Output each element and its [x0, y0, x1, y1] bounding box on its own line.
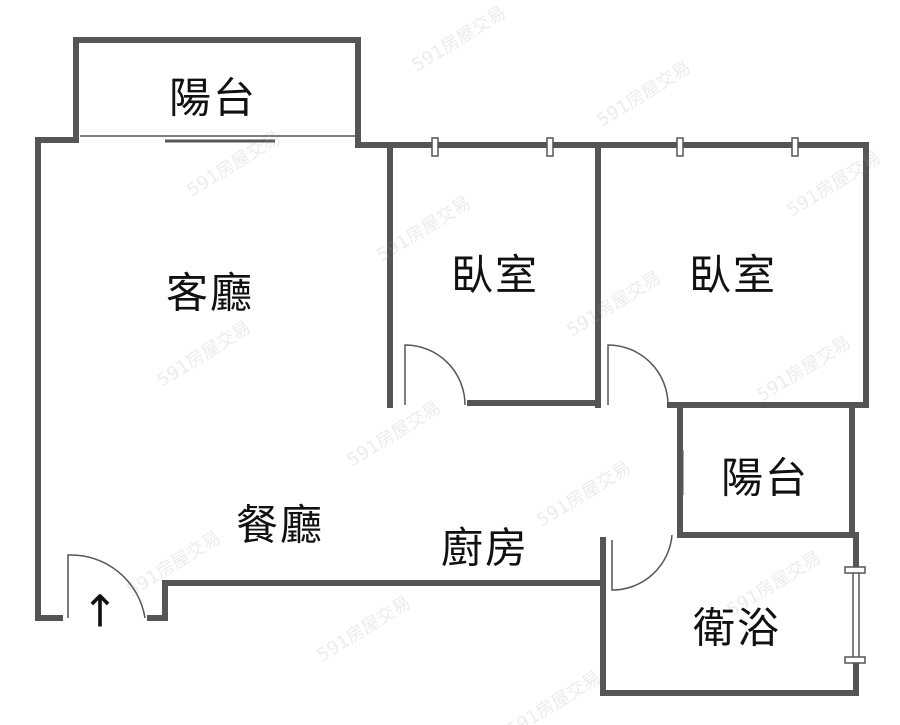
room-label-balcony-top: 陽台 [168, 73, 258, 123]
outer-wall-left [35, 137, 79, 621]
room-label-bathroom: 衛浴 [692, 603, 782, 653]
bathroom-walls [600, 537, 859, 696]
room-label-kitchen: 廚房 [440, 523, 530, 573]
window-mark [676, 137, 684, 157]
window-mark [844, 566, 866, 574]
room-label-balcony-right: 陽台 [720, 453, 810, 503]
door-bathroom [611, 534, 673, 591]
entrance-arrow-icon: ↑ [81, 586, 121, 638]
window-mark [546, 137, 554, 157]
room-label-bedroom-1: 臥室 [450, 250, 540, 300]
door-bedroom2 [607, 344, 669, 406]
balcony-top-walls [73, 37, 361, 148]
room-label-living-room: 客廳 [165, 268, 255, 318]
window-mark [431, 137, 439, 157]
room-label-bedroom-2: 臥室 [688, 250, 778, 300]
window-mark [844, 656, 866, 664]
room-label-dining-room: 餐廳 [235, 500, 325, 550]
door-entrance [67, 554, 146, 619]
window-mark [791, 137, 799, 157]
door-bedroom1 [404, 344, 466, 406]
bottom-wall [147, 580, 606, 621]
